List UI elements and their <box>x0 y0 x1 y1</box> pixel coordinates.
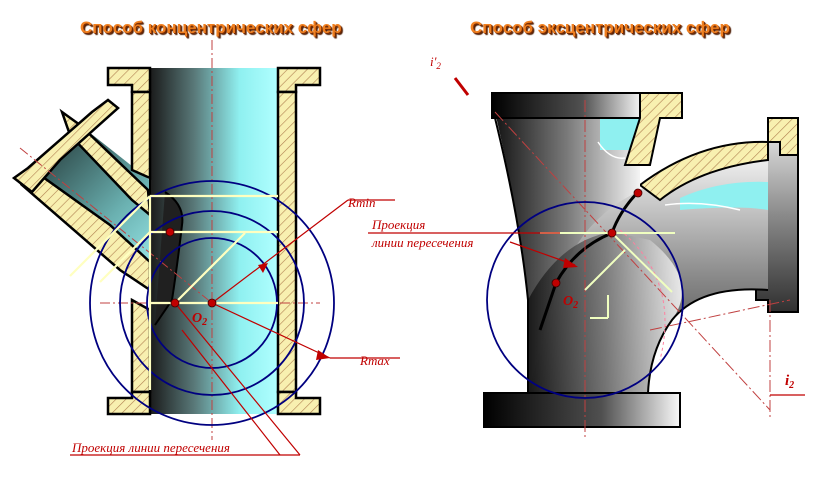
left-section-lines <box>69 194 278 390</box>
right-axis-lines <box>494 100 791 440</box>
rmax-label: Rmax <box>359 353 390 368</box>
left-top-flange <box>106 66 152 94</box>
left-projection-label: Проекция линии пересечения <box>71 440 230 455</box>
left-intersection-curve <box>154 191 184 326</box>
left-fitting <box>11 66 322 416</box>
right-title: Способ эксцентрических сфер <box>470 18 730 37</box>
right-leader-lines <box>368 232 805 396</box>
right-axis-dash <box>453 77 470 96</box>
right-sphere <box>486 201 684 399</box>
rmin-label: Rmin <box>347 195 375 210</box>
right-sphere-arc <box>619 229 666 361</box>
left-bottom-flange <box>106 390 152 416</box>
left-bottom-flange-right <box>276 390 322 416</box>
left-top-flange-right <box>276 66 322 94</box>
left-wall-left <box>130 90 152 180</box>
right-cone-lower <box>528 232 683 395</box>
left-center-label: O2 <box>192 311 207 328</box>
right-section-lines <box>540 232 675 319</box>
left-branch-flange <box>11 98 120 194</box>
right-elbow-upper-wall <box>638 140 769 202</box>
right-fitting <box>483 92 799 428</box>
axis-top-label: i'2 <box>430 54 441 71</box>
left-branch-bore <box>40 125 175 262</box>
left-radius-lines <box>70 199 400 456</box>
right-projection-label-line1: Проекция <box>371 217 425 232</box>
right-center-label: O2 <box>563 294 578 311</box>
right-cyan-patch <box>680 181 768 210</box>
right-top-flange <box>491 92 643 119</box>
right-projection-arrowhead <box>563 258 578 268</box>
rmax-arrowhead <box>316 350 330 360</box>
right-top-hatch <box>623 92 683 166</box>
axis-bottom-label: i2 <box>785 373 794 391</box>
rmin-arrowhead <box>258 263 268 273</box>
left-points <box>165 227 217 308</box>
right-projection-label-line2: линии пересечения <box>371 235 473 250</box>
left-title: Способ концентрических сфер <box>80 18 342 37</box>
right-points <box>551 188 643 288</box>
